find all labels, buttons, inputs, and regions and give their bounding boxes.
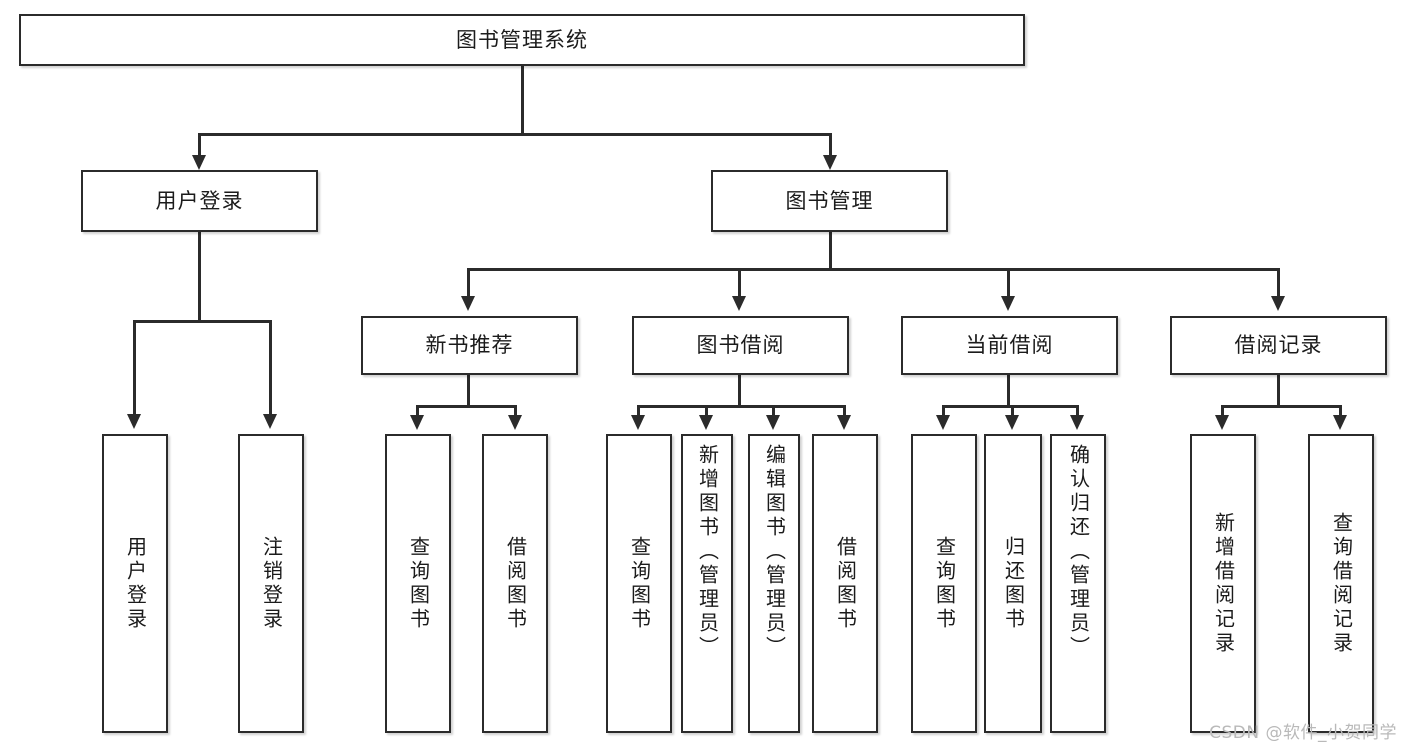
connector-user-login-bar <box>133 320 271 323</box>
connector-borrow-record-bar <box>1221 405 1341 408</box>
node-label: 借阅记录 <box>1234 333 1323 358</box>
node-label: 编辑图书（管理员） <box>762 444 787 660</box>
leaf-add-borrow-record[interactable]: 新增借阅记录 <box>1190 434 1256 733</box>
connector-new-book-leaf1 <box>416 405 419 417</box>
leaf-add-book-admin[interactable]: 新增图书（管理员） <box>681 434 733 733</box>
connector-root-down <box>521 66 524 135</box>
connector-cb-leaf2 <box>1011 405 1014 417</box>
connector-book-mgmt-down <box>829 232 832 270</box>
arrow-br-leaf1 <box>1215 415 1229 430</box>
node-label: 确认归还（管理员） <box>1066 444 1091 660</box>
leaf-borrow-book-newbook[interactable]: 借阅图书 <box>482 434 548 733</box>
node-root-book-management-system[interactable]: 图书管理系统 <box>19 14 1025 66</box>
arrow-cb-leaf2 <box>1005 415 1019 430</box>
node-label: 归还图书 <box>1001 535 1026 632</box>
leaf-user-login[interactable]: 用户登录 <box>102 434 168 733</box>
connector-user-login-down <box>198 232 201 322</box>
connector-user-login-leaf2 <box>269 320 272 416</box>
arrow-bb-leaf1 <box>631 415 645 430</box>
node-label: 注销登录 <box>259 535 284 632</box>
connector-book-borrow-bar <box>637 405 845 408</box>
connector-root-to-book-mgmt <box>829 133 832 157</box>
node-current-borrowing[interactable]: 当前借阅 <box>901 316 1118 375</box>
connector-bb-leaf3 <box>772 405 775 417</box>
arrow-bb-leaf4 <box>837 415 851 430</box>
arrow-to-user-login <box>192 155 206 170</box>
connector-to-book-borrow <box>738 268 741 298</box>
connector-cb-leaf3 <box>1076 405 1079 417</box>
arrow-to-borrow-record <box>1271 296 1285 311</box>
node-label: 查询图书 <box>406 535 431 632</box>
arrow-to-new-book <box>461 296 475 311</box>
leaf-query-book-newbook[interactable]: 查询图书 <box>385 434 451 733</box>
watermark-text: CSDN @软件_小贺同学 <box>1209 723 1397 743</box>
node-borrowing-record[interactable]: 借阅记录 <box>1170 316 1387 375</box>
node-label: 新增图书（管理员） <box>695 444 720 660</box>
leaf-borrow-book-borrowing[interactable]: 借阅图书 <box>812 434 878 733</box>
node-user-login[interactable]: 用户登录 <box>81 170 318 232</box>
leaf-query-book-current[interactable]: 查询图书 <box>911 434 977 733</box>
node-book-borrowing[interactable]: 图书借阅 <box>632 316 849 375</box>
connector-user-login-leaf1 <box>133 320 136 416</box>
connector-cb-leaf1 <box>942 405 945 417</box>
connector-bb-leaf2 <box>705 405 708 417</box>
node-label: 查询图书 <box>627 535 652 632</box>
leaf-return-book[interactable]: 归还图书 <box>984 434 1042 733</box>
arrow-to-current-borrow <box>1001 296 1015 311</box>
node-label: 图书管理系统 <box>456 27 588 52</box>
leaf-confirm-return-admin[interactable]: 确认归还（管理员） <box>1050 434 1106 733</box>
arrow-bb-leaf2 <box>699 415 713 430</box>
connector-current-borrow-bar <box>942 405 1078 408</box>
arrow-nb-leaf2 <box>508 415 522 430</box>
node-label: 查询图书 <box>932 535 957 632</box>
node-label: 当前借阅 <box>965 333 1054 358</box>
connector-to-new-book <box>467 268 470 298</box>
leaf-query-borrow-record[interactable]: 查询借阅记录 <box>1308 434 1374 733</box>
connector-root-to-user-login <box>198 133 201 157</box>
arrow-to-leaf-user-login <box>127 414 141 429</box>
node-label: 借阅图书 <box>503 535 528 632</box>
connector-to-current-borrow <box>1007 268 1010 298</box>
connector-new-book-down <box>467 375 470 407</box>
arrow-bb-leaf3 <box>766 415 780 430</box>
node-label: 图书管理 <box>785 188 874 213</box>
connector-borrow-record-down <box>1277 375 1280 407</box>
arrow-cb-leaf1 <box>936 415 950 430</box>
arrow-nb-leaf1 <box>410 415 424 430</box>
node-new-book-recommendation[interactable]: 新书推荐 <box>361 316 578 375</box>
connector-to-borrow-record <box>1277 268 1280 298</box>
node-label: 查询借阅记录 <box>1329 511 1354 656</box>
node-label: 用户登录 <box>155 188 244 213</box>
node-label: 借阅图书 <box>833 535 858 632</box>
connector-bb-leaf1 <box>637 405 640 417</box>
connector-new-book-leaf2 <box>514 405 517 417</box>
node-label: 新增借阅记录 <box>1211 511 1236 656</box>
arrow-br-leaf2 <box>1333 415 1347 430</box>
arrow-cb-leaf3 <box>1070 415 1084 430</box>
connector-book-borrow-down <box>738 375 741 407</box>
connector-br-leaf1 <box>1221 405 1224 417</box>
connector-bb-leaf4 <box>843 405 846 417</box>
arrow-to-book-mgmt <box>823 155 837 170</box>
node-label: 新书推荐 <box>425 333 514 358</box>
connector-new-book-bar <box>416 405 517 408</box>
node-book-management[interactable]: 图书管理 <box>711 170 948 232</box>
arrow-to-book-borrow <box>732 296 746 311</box>
node-label: 用户登录 <box>123 535 148 632</box>
connector-book-mgmt-bar <box>467 268 1278 271</box>
connector-current-borrow-down <box>1007 375 1010 407</box>
leaf-logout[interactable]: 注销登录 <box>238 434 304 733</box>
connector-root-bar <box>198 133 832 136</box>
connector-br-leaf2 <box>1339 405 1342 417</box>
leaf-edit-book-admin[interactable]: 编辑图书（管理员） <box>748 434 800 733</box>
node-label: 图书借阅 <box>696 333 785 358</box>
arrow-to-leaf-logout <box>263 414 277 429</box>
leaf-query-book-borrowing[interactable]: 查询图书 <box>606 434 672 733</box>
